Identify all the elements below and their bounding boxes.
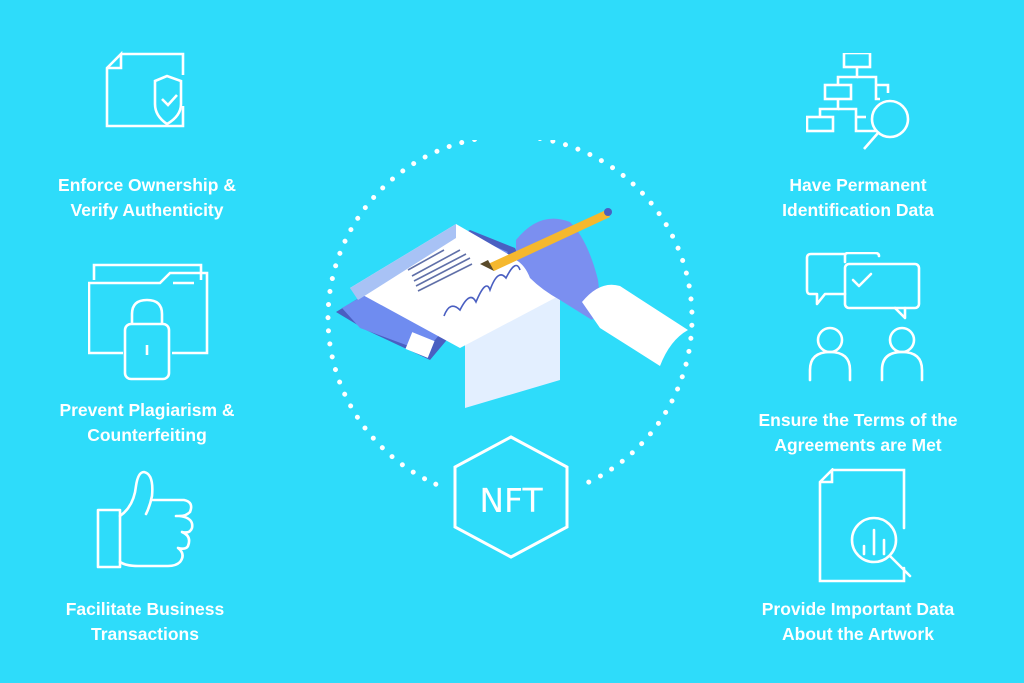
chat-people-check-icon <box>805 252 925 382</box>
document-chart-search-icon <box>818 468 918 588</box>
label-line: Facilitate Business <box>65 599 225 619</box>
label-line: Verify Authenticity <box>70 200 224 220</box>
label-line: Ensure the Terms of the <box>758 410 958 430</box>
document-shield-check-icon <box>104 50 204 150</box>
document-illustration <box>350 224 570 408</box>
feature-label: Prevent Plagiarism & Counterfeiting <box>0 398 297 448</box>
label-line: About the Artwork <box>782 624 934 644</box>
folder-lock-icon <box>88 260 213 385</box>
feature-label: Facilitate Business Transactions <box>0 597 295 647</box>
label-line: Enforce Ownership & <box>58 175 236 195</box>
hexagon-badge <box>453 435 569 559</box>
label-line: Transactions <box>91 624 199 644</box>
label-line: Prevent Plagiarism & <box>59 400 235 420</box>
label-line: Provide Important Data <box>761 599 955 619</box>
hierarchy-search-icon <box>806 53 911 153</box>
feature-label: Have Permanent Identification Data <box>708 173 1008 223</box>
label-line: Identification Data <box>782 200 934 220</box>
feature-label: Ensure the Terms of the Agreements are M… <box>708 408 1008 458</box>
dotted-circle <box>325 140 695 503</box>
label-line: Agreements are Met <box>774 435 942 455</box>
pencil-illustration <box>480 208 612 271</box>
nft-badge-text: NFT <box>479 481 543 520</box>
label-line: Have Permanent <box>789 175 927 195</box>
feature-label: Provide Important Data About the Artwork <box>708 597 1008 647</box>
center-illustration: NFT <box>320 140 700 560</box>
label-line: Counterfeiting <box>87 425 207 445</box>
thumbs-up-icon <box>96 466 206 576</box>
feature-label: Enforce Ownership & Verify Authenticity <box>0 173 297 223</box>
